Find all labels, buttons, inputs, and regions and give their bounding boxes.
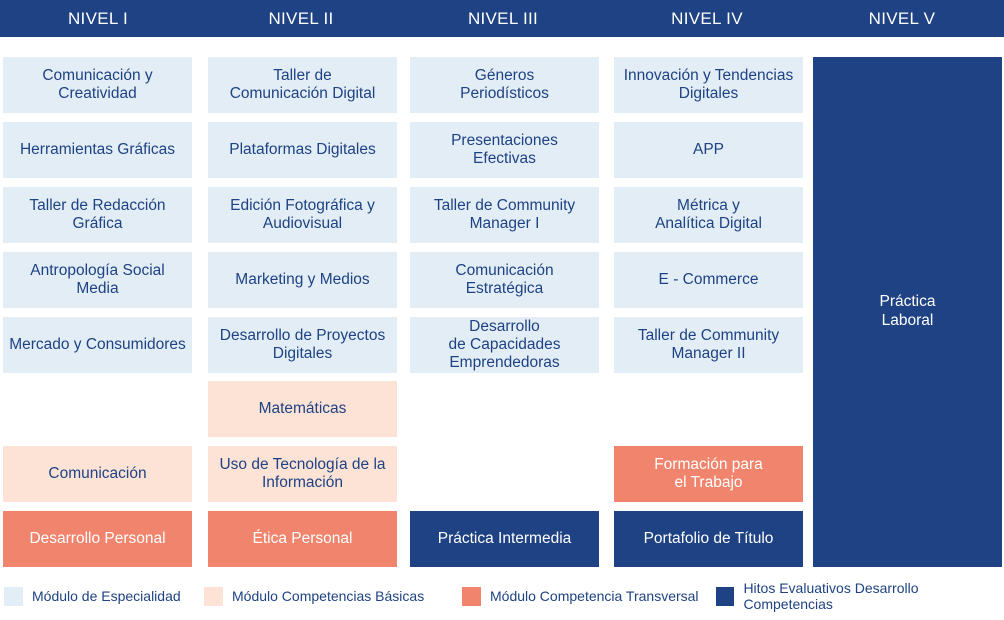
module-mercado-consumidores: Mercado y Consumidores bbox=[3, 317, 192, 373]
legend-especialidad: Módulo de Especialidad bbox=[4, 585, 181, 607]
legend-transversal: Módulo Competencia Transversal bbox=[462, 585, 699, 607]
legend-swatch-especialidad bbox=[4, 586, 23, 606]
level-1-title: NIVEL I bbox=[67, 9, 129, 28]
module-app: APP bbox=[614, 122, 803, 178]
module-presentaciones-efectivas: Presentaciones Efectivas bbox=[410, 122, 599, 178]
legend-label-transversal: Módulo Competencia Transversal bbox=[490, 588, 699, 604]
level-4-title: NIVEL IV bbox=[671, 9, 743, 28]
level-5-title: NIVEL V bbox=[868, 9, 936, 28]
level-3-title: NIVEL III bbox=[467, 9, 539, 28]
module-taller-redaccion: Taller de Redacción Gráfica bbox=[3, 187, 192, 243]
module-edicion-fotografica: Edición Fotográfica y Audiovisual bbox=[208, 187, 397, 243]
module-formacion-trabajo: Formación para el Trabajo bbox=[614, 446, 803, 502]
legend-swatch-basicas bbox=[204, 586, 223, 606]
module-etica-personal: Ética Personal bbox=[208, 511, 397, 567]
legend-hitos: Hitos Evaluativos Desarrollo Competencia… bbox=[716, 580, 1004, 612]
legend-label-especialidad: Módulo de Especialidad bbox=[32, 588, 181, 604]
legend-label-basicas: Módulo Competencias Básicas bbox=[232, 588, 425, 604]
module-practica-intermedia: Práctica Intermedia bbox=[410, 511, 599, 567]
module-metrica-analitica: Métrica y Analítica Digital bbox=[614, 187, 803, 243]
legend-basicas: Módulo Competencias Básicas bbox=[204, 585, 424, 607]
module-innovacion-tendencias: Innovación y Tendencias Digitales bbox=[614, 57, 803, 113]
legend-label-hitos: Hitos Evaluativos Desarrollo Competencia… bbox=[743, 580, 919, 612]
module-practica-laboral: Práctica Laboral bbox=[813, 57, 1002, 567]
module-comunicacion: Comunicación bbox=[3, 446, 192, 502]
module-herramientas-graficas: Herramientas Gráficas bbox=[3, 122, 192, 178]
module-portafolio-titulo: Portafolio de Título bbox=[614, 511, 803, 567]
module-capacidades-emprendedoras: Desarrollo de Capacidades Emprendedoras bbox=[410, 317, 599, 373]
legend-swatch-hitos bbox=[716, 586, 735, 606]
legend-swatch-transversal bbox=[462, 586, 481, 606]
module-marketing-medios: Marketing y Medios bbox=[208, 252, 397, 308]
module-uso-tecnologia: Uso de Tecnología de la Información bbox=[208, 446, 397, 502]
module-plataformas-digitales: Plataformas Digitales bbox=[208, 122, 397, 178]
module-comunicacion-estrategica: Comunicación Estratégica bbox=[410, 252, 599, 308]
module-generos-periodisticos: Géneros Periodísticos bbox=[410, 57, 599, 113]
module-comunicacion-creatividad: Comunicación y Creatividad bbox=[3, 57, 192, 113]
module-antropologia: Antropología Social Media bbox=[3, 252, 192, 308]
level-2-title: NIVEL II bbox=[268, 9, 334, 28]
module-taller-comunicacion-digital: Taller de Comunicación Digital bbox=[208, 57, 397, 113]
level-header: NIVEL I NIVEL II NIVEL III NIVEL IV NIVE… bbox=[0, 0, 1004, 37]
module-desarrollo-personal: Desarrollo Personal bbox=[3, 511, 192, 567]
module-e-commerce: E - Commerce bbox=[614, 252, 803, 308]
module-community-manager-2: Taller de Community Manager II bbox=[614, 317, 803, 373]
module-matematicas: Matemáticas bbox=[208, 381, 397, 437]
module-community-manager-1: Taller de Community Manager I bbox=[410, 187, 599, 243]
module-desarrollo-proyectos: Desarrollo de Proyectos Digitales bbox=[208, 317, 397, 373]
